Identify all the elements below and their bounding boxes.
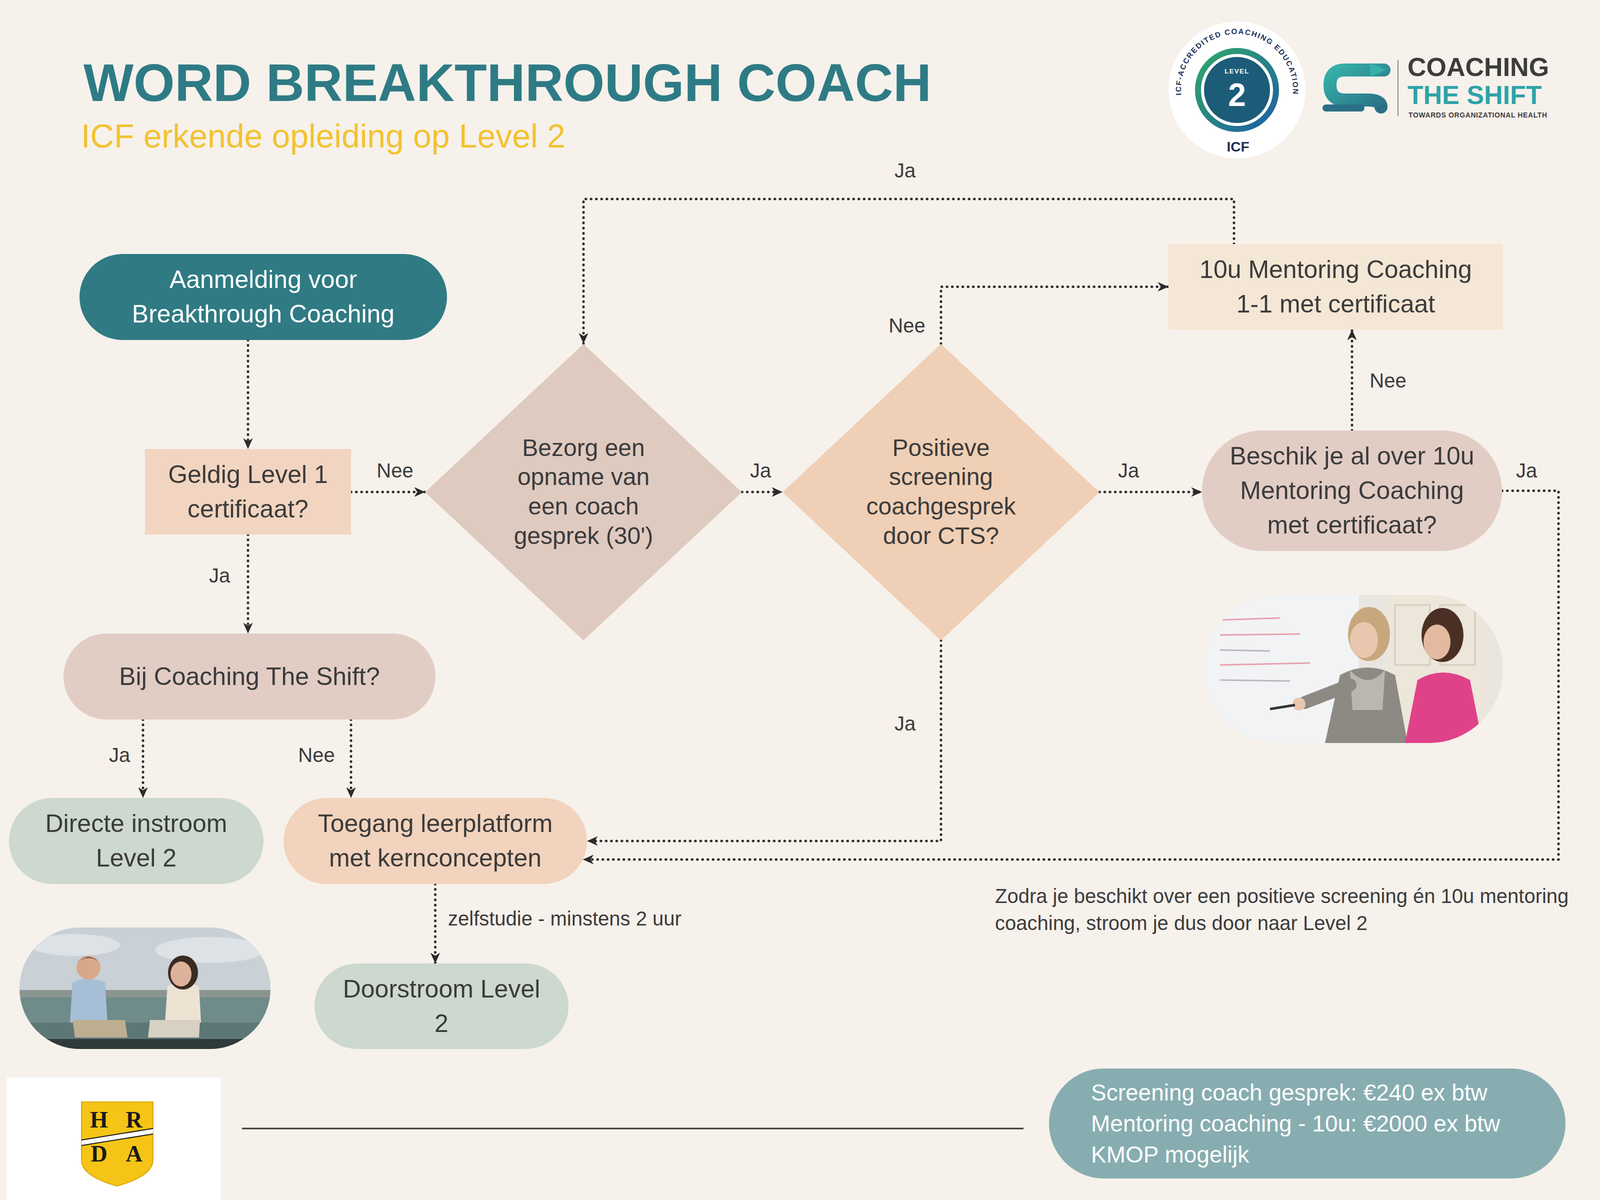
decision-diamond: Bezorg een opname van een coach gesprek …	[425, 344, 742, 641]
flow-connector	[434, 884, 437, 964]
edge-label: Ja	[1513, 459, 1540, 482]
decision-pill: Bij Coaching The Shift?	[63, 633, 436, 720]
decision-pill: Beschik je al over 10u Mentoring Coachin…	[1202, 430, 1502, 551]
logo-letter: R	[125, 1108, 142, 1132]
node-text: Doorstroom Level 2	[339, 972, 544, 1041]
edge-label: Ja	[106, 743, 133, 767]
flow-connector	[350, 719, 353, 798]
node-text: Bij Coaching The Shift?	[119, 659, 380, 694]
photo-coaching-session	[19, 927, 271, 1049]
edge-label: Ja	[891, 159, 919, 182]
diagram-title: WORD BREAKTHROUGH COACH	[83, 56, 932, 109]
process-box: 10u Mentoring Coaching 1-1 met certifica…	[1168, 244, 1503, 330]
edge-label: Nee	[1366, 369, 1409, 392]
node-text: Beschik je al over 10u Mentoring Coachin…	[1222, 439, 1482, 543]
subtitle: ICF erkende opleiding op Level 2	[81, 117, 566, 155]
start-pill: Aanmelding voor Breakthrough Coaching	[79, 254, 447, 340]
outcome-pill: Doorstroom Level 2	[314, 963, 569, 1049]
divider-line	[242, 1128, 1024, 1130]
flow-connector	[351, 491, 425, 494]
icf-badge: ICF-ACCREDITED COACHING EDUCATION	[1168, 21, 1306, 159]
diamond-shape	[425, 344, 742, 641]
edge-label: Nee	[295, 743, 338, 767]
edge-label: Nee	[373, 459, 416, 482]
edge-label: Nee	[885, 314, 928, 337]
logo-tagline: TOWARDS ORGANIZATIONAL HEALTH	[1408, 111, 1548, 119]
hrda-logo	[7, 1077, 221, 1200]
badge-icf: ICF	[1226, 140, 1249, 154]
flow-connector	[587, 640, 941, 841]
process-pill: Toegang leerplatform met kernconcepten	[283, 798, 587, 884]
badge-number: 2	[1228, 79, 1246, 111]
node-text: Directe instroom Level 2	[34, 806, 239, 876]
flow-connector	[247, 340, 250, 449]
logo-letter: A	[125, 1142, 142, 1166]
decision-box: Geldig Level 1 certificaat?	[145, 449, 351, 535]
node-text: 10u Mentoring Coaching 1-1 met certifica…	[1188, 252, 1483, 322]
edge-label: Ja	[1115, 459, 1142, 482]
flow-connector	[583, 199, 1234, 344]
price-box: Screening coach gesprek: €240 ex btwMent…	[1049, 1068, 1566, 1179]
diamond-fill	[782, 344, 1100, 641]
node-text: Screening coach gesprek: €240 ex btw	[1091, 1077, 1488, 1108]
diamond-fill	[425, 344, 742, 641]
node-text: Aanmelding voor Breakthrough Coaching	[109, 262, 417, 332]
flow-connector	[742, 491, 783, 494]
flow-connector	[142, 719, 145, 798]
logo-text: THE SHIFT	[1407, 80, 1542, 110]
edge-label: Ja	[891, 712, 919, 735]
edge-label: zelfstudie - minstens 2 uur	[445, 907, 685, 930]
node-text: KMOP mogelijk	[1091, 1139, 1249, 1170]
edge-label: Ja	[206, 564, 233, 587]
photo-coaches-whiteboard	[1204, 595, 1503, 743]
node-text: Mentoring coaching - 10u: €2000 ex btw	[1091, 1108, 1500, 1139]
node-text: Toegang leerplatform met kernconcepten	[303, 806, 567, 876]
edge-label: Ja	[747, 459, 774, 482]
node-text: Geldig Level 1 certificaat?	[160, 457, 336, 527]
flow-connector	[1099, 491, 1202, 494]
flow-connector	[1351, 329, 1354, 431]
flow-connector	[941, 287, 1169, 344]
node-text: Bezorg een opname van een coach gesprek …	[503, 433, 664, 551]
node-text: Positieve screening coachgesprek door CT…	[861, 433, 1021, 551]
cts-logo-icon	[1326, 60, 1398, 116]
logo-text: COACHING	[1407, 52, 1549, 82]
decision-diamond: Positieve screening coachgesprek door CT…	[782, 344, 1100, 641]
note-text: Zodra je beschikt over een positieve scr…	[995, 882, 1575, 937]
diamond-shape	[782, 344, 1100, 641]
outcome-pill: Directe instroom Level 2	[9, 798, 264, 884]
logo-letter: H	[90, 1108, 108, 1132]
logo-letter: D	[90, 1142, 107, 1166]
flow-connector	[247, 534, 250, 634]
badge-level: LEVEL	[1224, 68, 1249, 75]
